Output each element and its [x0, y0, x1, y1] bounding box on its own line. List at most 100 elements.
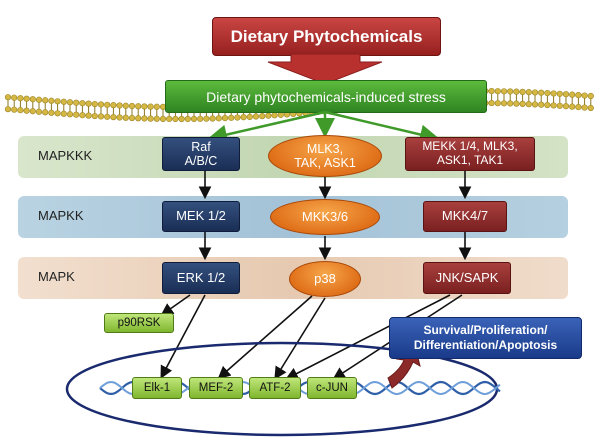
lipid-head — [42, 109, 49, 116]
lipid-head — [73, 111, 80, 118]
lipid-head — [525, 89, 532, 96]
lipid-head — [35, 108, 43, 115]
lipid-head — [519, 88, 526, 95]
lipid-head — [135, 103, 142, 110]
stress-box: Dietary phytochemicals-induced stress — [165, 80, 487, 113]
mapk-label: MAPK — [38, 269, 75, 284]
lipid-head — [556, 102, 563, 109]
lipid-head — [531, 101, 539, 108]
mapkkk-label: MAPKKK — [38, 148, 93, 163]
lipid-head — [569, 103, 576, 110]
lipid-head — [54, 110, 61, 117]
jnk-sapk-label: JNK/SAPK — [435, 269, 499, 285]
stress-label: Dietary phytochemicals-induced stress — [206, 88, 446, 105]
lipid-head — [11, 94, 18, 101]
lipid-head — [23, 95, 30, 102]
lipid-head — [17, 107, 24, 114]
lipid-head — [4, 106, 12, 113]
lipid-head — [246, 113, 253, 120]
mek12-label: MEK 1/2 — [176, 208, 226, 224]
tf-elk1: Elk-1 — [132, 377, 182, 399]
lipid-head — [48, 109, 55, 116]
arrow-p38-atf2 — [274, 297, 326, 380]
lipid-head — [79, 112, 86, 119]
lipid-head — [48, 97, 55, 104]
lipid-head — [544, 89, 551, 97]
lipid-head — [544, 101, 551, 109]
tf-atf2-label: ATF-2 — [259, 382, 291, 394]
lipid-head — [488, 99, 495, 107]
lipid-head — [60, 98, 67, 105]
lipid-head — [252, 113, 260, 120]
lipid-head — [85, 100, 92, 107]
lipid-head — [122, 114, 129, 121]
lipid-head — [587, 104, 594, 112]
outcome-label: Survival/Proliferation/ Differentiation/… — [413, 323, 558, 352]
lipid-head — [556, 90, 563, 97]
lipid-head — [562, 103, 570, 110]
erk12-label: ERK 1/2 — [176, 269, 226, 285]
lipid-head — [104, 101, 111, 108]
raf-label: Raf A/B/C — [184, 139, 218, 168]
lipid-head — [141, 103, 148, 110]
tf-cjun: c-JUN — [307, 377, 357, 399]
lipid-head — [190, 115, 198, 123]
tf-mef2-label: MEF-2 — [198, 382, 234, 394]
p38-label: p38 — [314, 270, 336, 286]
lipid-head — [525, 101, 532, 108]
tf-elk1-label: Elk-1 — [143, 382, 171, 394]
lipid-head — [228, 114, 235, 121]
lipid-head — [550, 90, 557, 97]
mkk36-ellipse: MKK3/6 — [270, 199, 380, 235]
lipid-head — [507, 88, 514, 95]
lipid-head — [153, 103, 160, 110]
lipid-head — [500, 100, 508, 107]
lipid-head — [116, 102, 123, 109]
lipid-head — [513, 88, 520, 95]
mekk-label: MEKK 1/4, MLK3, ASK1, TAK1 — [422, 139, 518, 167]
lipid-head — [587, 92, 594, 100]
lipid-head — [172, 115, 179, 123]
tf-cjun-label: c-JUN — [316, 382, 348, 394]
lipid-head — [581, 104, 588, 111]
lipid-head — [538, 89, 545, 96]
mkk47-label: MKK4/7 — [441, 208, 489, 224]
lipid-head — [79, 100, 86, 107]
lipid-head — [494, 100, 501, 107]
p90rsk-label: p90RSK — [117, 317, 161, 329]
lipid-head — [203, 115, 210, 122]
lipid-head — [538, 101, 545, 108]
lipid-head — [209, 115, 216, 122]
mlk3-tak-ask1-ellipse: MLK3, TAK, ASK1 — [268, 135, 382, 177]
erk12-box: ERK 1/2 — [162, 262, 240, 294]
lipid-head — [500, 88, 508, 95]
green-arrow-left — [207, 110, 326, 145]
lipid-head — [531, 89, 539, 96]
lipid-head — [159, 115, 167, 122]
lipid-head — [110, 102, 117, 109]
lipid-head — [60, 110, 67, 117]
lipid-head — [104, 113, 111, 120]
lipid-head — [122, 102, 129, 109]
lipid-head — [91, 112, 98, 120]
lipid-head — [575, 91, 582, 99]
lipid-head — [513, 100, 520, 107]
tf-atf2: ATF-2 — [249, 377, 301, 399]
mkk36-label: MKK3/6 — [301, 208, 349, 224]
lipid-head — [42, 97, 49, 104]
lipid-head — [54, 98, 61, 105]
lipid-head — [128, 114, 136, 122]
lipid-head — [29, 108, 36, 115]
lipid-head — [128, 102, 136, 110]
lipid-head — [550, 102, 557, 109]
lipid-head — [234, 114, 241, 121]
mek12-box: MEK 1/2 — [162, 201, 240, 232]
lipid-head — [575, 103, 582, 111]
lipid-head — [135, 115, 142, 122]
lipid-head — [197, 115, 204, 122]
lipid-head — [35, 96, 43, 103]
lipid-head — [66, 99, 74, 106]
mapkk-label: MAPKK — [38, 208, 84, 223]
lipid-head — [221, 114, 229, 122]
